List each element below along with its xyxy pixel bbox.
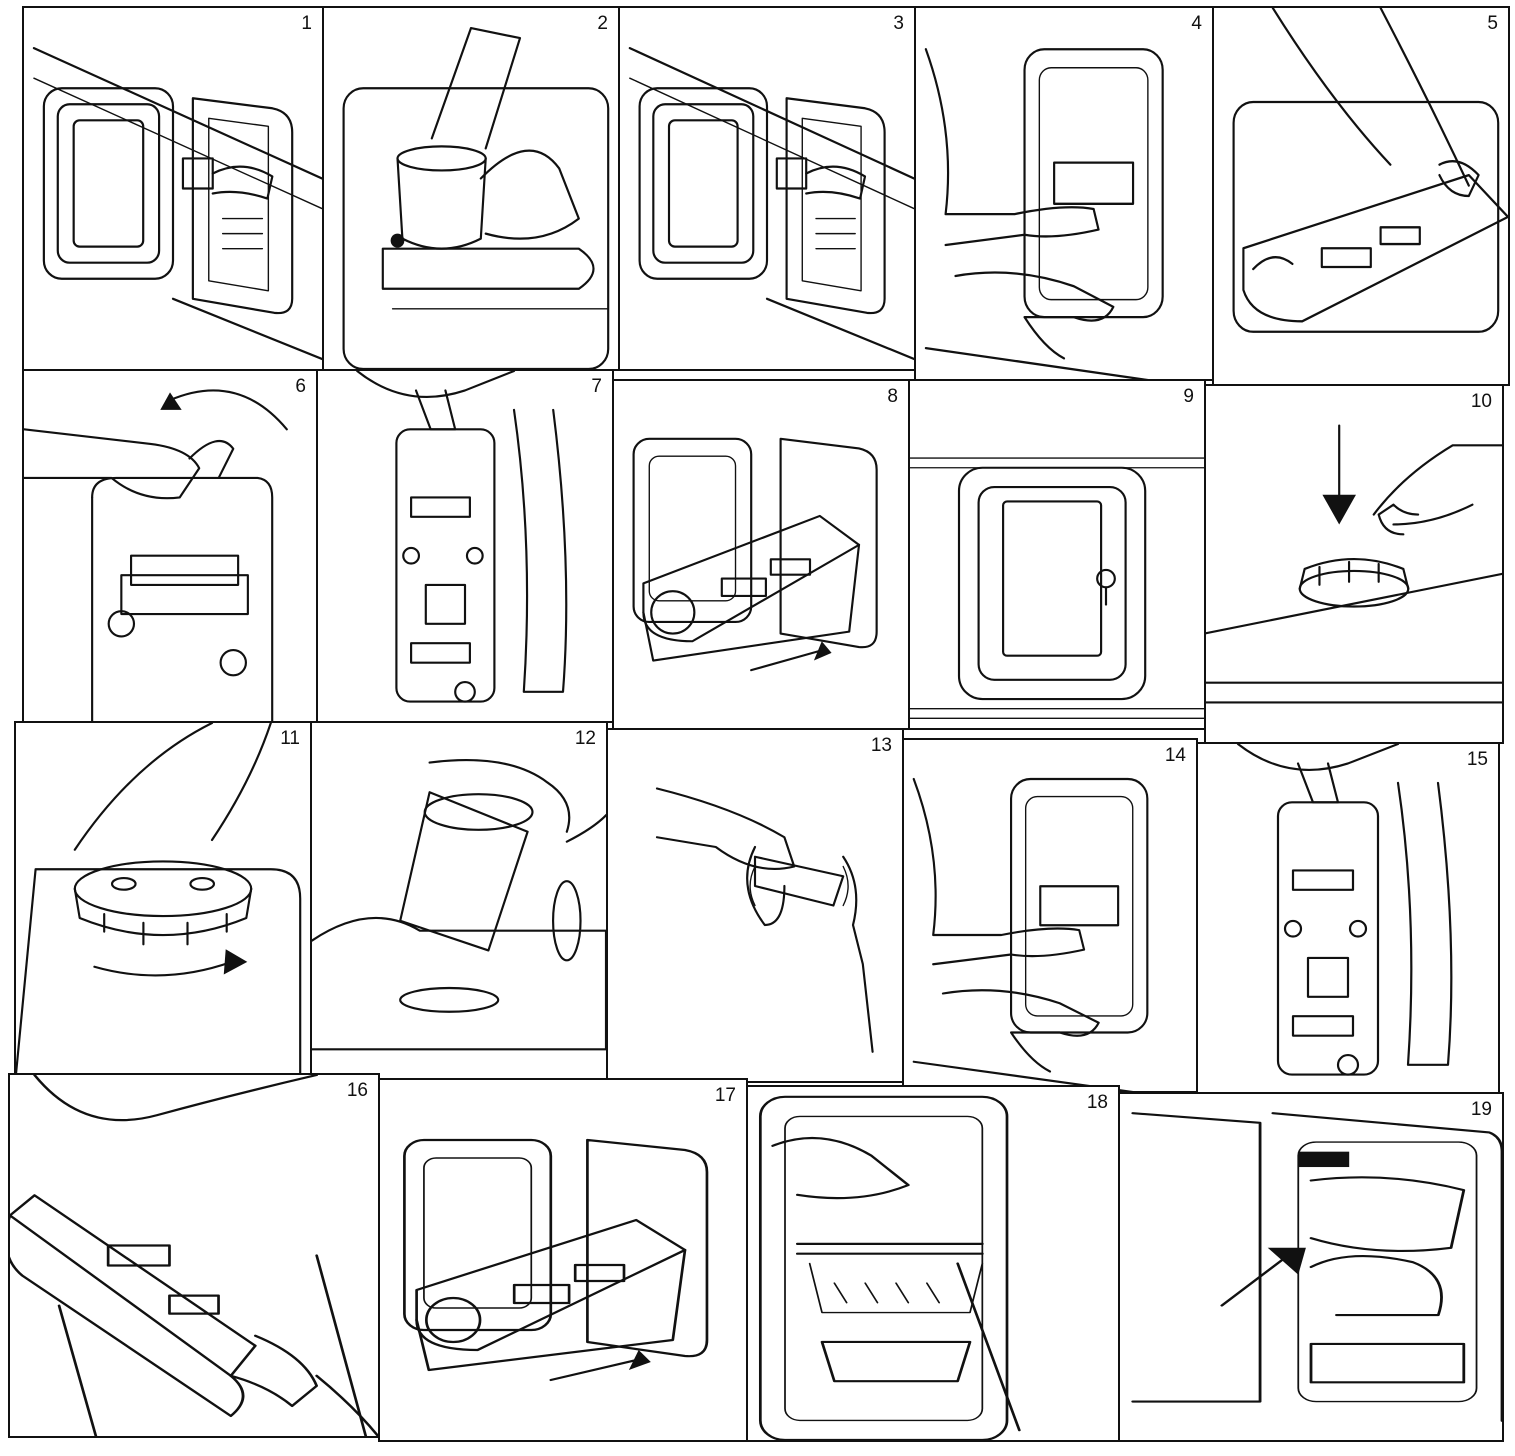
panel-number: 12 (574, 728, 596, 749)
panel-10: 10 (1204, 384, 1504, 744)
panel-number: 11 (280, 728, 300, 749)
panel-8: 8 (612, 379, 910, 730)
panel-7: 7 (316, 369, 614, 723)
panel-illustration (910, 457, 1204, 720)
panel-illustration (1131, 1112, 1502, 1422)
panel-number: 18 (1086, 1092, 1108, 1113)
panel-illustration (24, 389, 288, 721)
panel-19: 19 (1118, 1092, 1504, 1442)
panel-number: 7 (591, 376, 602, 397)
panel-number: 6 (295, 376, 306, 397)
panel-illustration (32, 47, 322, 361)
panel-16: 16 (8, 1073, 380, 1438)
panel-illustration (628, 47, 914, 361)
panel-illustration (1232, 8, 1508, 333)
panel-number: 3 (893, 13, 904, 34)
panel-illustration (758, 1095, 1021, 1440)
panel-number: 5 (1487, 13, 1498, 34)
panel-17: 17 (378, 1078, 748, 1442)
panel-1: 1 (22, 6, 324, 371)
panel-6: 6 (22, 369, 318, 723)
panel-number: 4 (1191, 13, 1202, 34)
panel-5: 5 (1212, 6, 1510, 386)
panel-number: 8 (887, 386, 898, 407)
panel-14: 14 (902, 738, 1198, 1093)
panel-illustration (655, 787, 874, 1053)
panel-illustration (342, 26, 610, 369)
panel-12: 12 (310, 721, 608, 1081)
panel-illustration (632, 437, 878, 672)
panel-18: 18 (746, 1085, 1120, 1442)
panel-number: 10 (1470, 391, 1492, 412)
panel-13: 13 (606, 728, 904, 1083)
panel-illustration (1206, 424, 1502, 704)
panel-number: 17 (714, 1085, 736, 1106)
panel-illustration (10, 1075, 378, 1436)
panel-number: 19 (1470, 1099, 1492, 1120)
panel-number: 16 (346, 1080, 368, 1101)
panel-illustration (924, 48, 1164, 379)
panel-illustration (312, 758, 606, 1051)
panel-illustration (1236, 744, 1453, 1076)
panel-number: 15 (1466, 749, 1488, 770)
panel-11: 11 (14, 721, 312, 1076)
panel-illustration (16, 723, 302, 1074)
panel-number: 2 (597, 13, 608, 34)
panel-2: 2 (322, 6, 620, 371)
panel-4: 4 (914, 6, 1214, 381)
panel-illustration (356, 371, 568, 703)
panel-illustration (912, 777, 1149, 1091)
panel-number: 14 (1164, 745, 1186, 766)
panel-9: 9 (908, 379, 1206, 730)
panel-15: 15 (1196, 742, 1500, 1096)
panel-number: 1 (301, 13, 312, 34)
panel-illustration (403, 1138, 709, 1382)
panel-number: 13 (870, 735, 892, 756)
panel-number: 9 (1183, 386, 1194, 407)
panel-3: 3 (618, 6, 916, 371)
